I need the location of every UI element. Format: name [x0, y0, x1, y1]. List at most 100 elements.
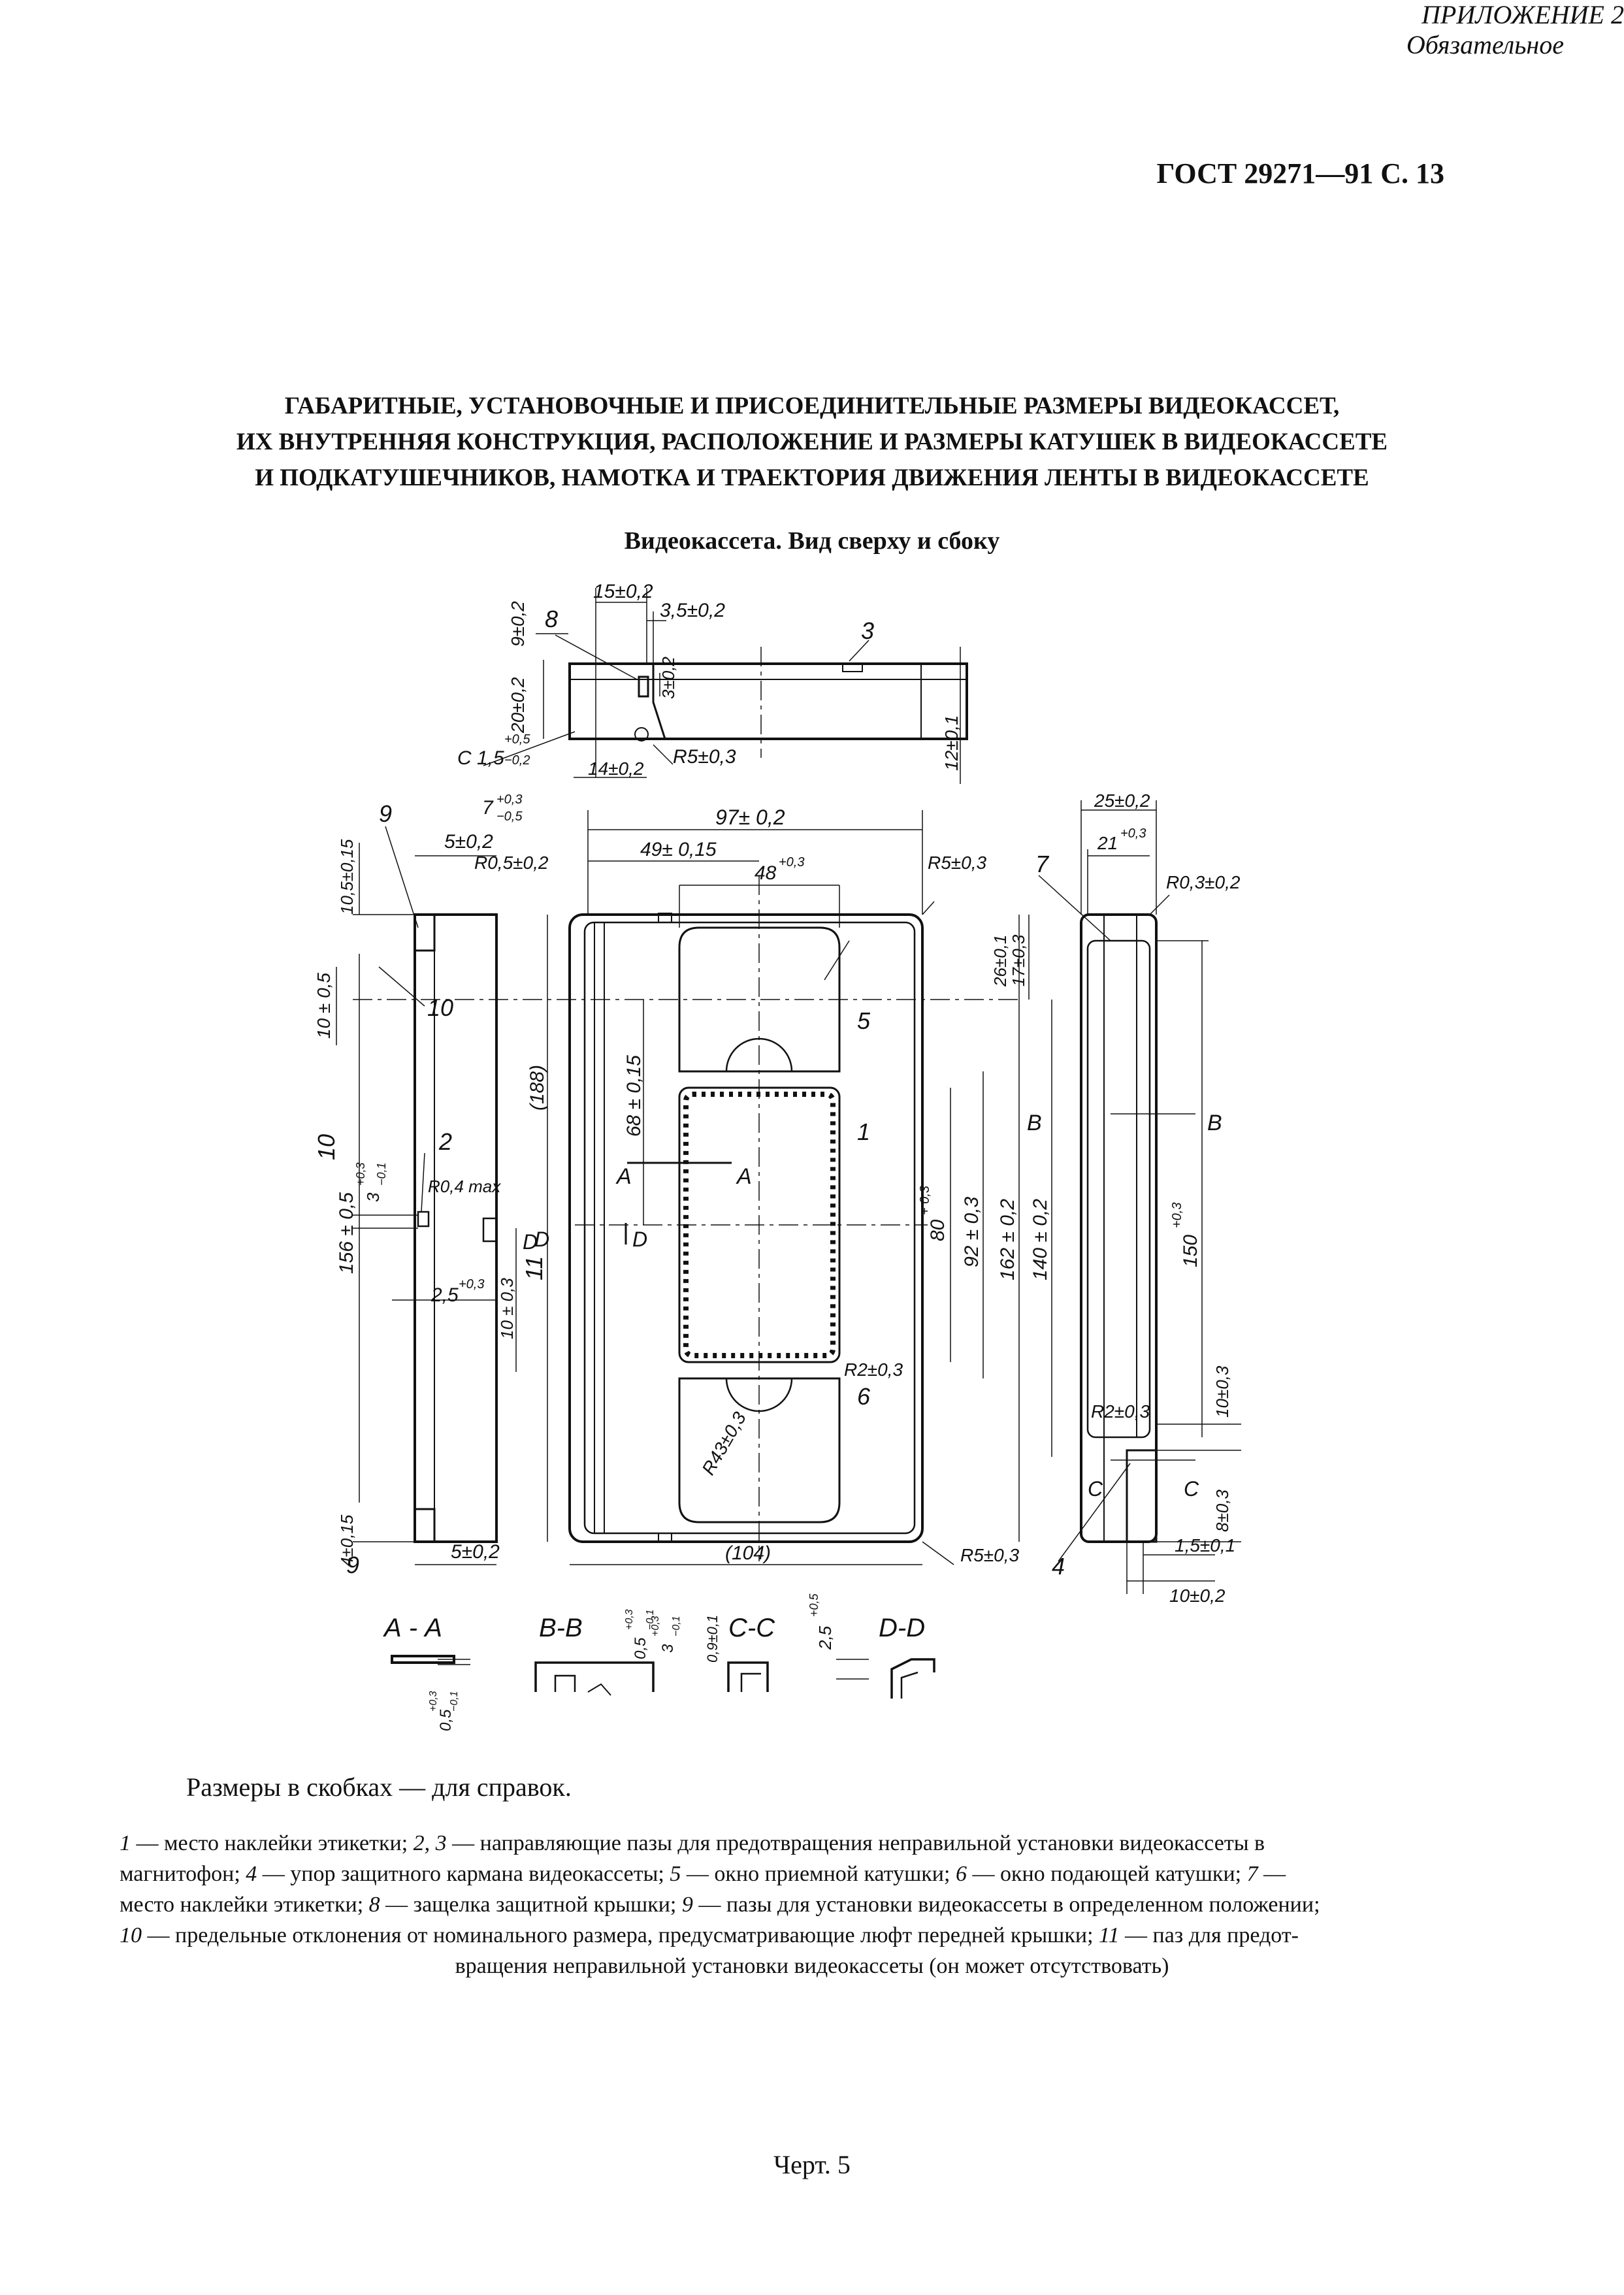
legend: 1 — место наклейки этикетки; 2, 3 — напр…: [120, 1828, 1504, 1981]
legend-text: — упор защитного кармана видеокассеты;: [257, 1862, 670, 1886]
callout-number: 9: [346, 1552, 359, 1578]
leader-line: [1149, 894, 1170, 915]
legend-text: — пазы для установки видеокассеты в опре…: [692, 1893, 1320, 1917]
top-view-latch-profile: [652, 664, 666, 740]
legend-number: 4: [246, 1862, 257, 1886]
leader-line: [483, 731, 576, 766]
section-bb-break: [587, 1683, 611, 1696]
leader-line: [385, 826, 419, 928]
left-side-view: 9 9 10 10 2 11 D 10,5±0,15 5±0,2 10 ± 0,…: [313, 800, 547, 1578]
figure-caption: Черт. 5: [773, 2150, 851, 2179]
dimension-label: 9±0,2: [508, 601, 528, 647]
leader-line: [1038, 875, 1111, 941]
section-bb-profile: [534, 1661, 655, 1692]
dimension-label: R43±0,3: [698, 1408, 750, 1478]
dimension-label: 0,9±0,1: [704, 1615, 721, 1663]
dimension-label: 3: [363, 1192, 383, 1202]
dimension-tolerance: +0,5: [504, 732, 530, 747]
dimension-tolerance: +0,3: [428, 1691, 439, 1712]
legend-line: 1 — место наклейки этикетки; 2, 3 — напр…: [120, 1828, 1504, 1859]
leader-line: [922, 901, 935, 915]
dimension-tolerance: +0,3: [650, 1616, 661, 1636]
dimension-label: 17±0,3: [1009, 934, 1028, 986]
dimension-label: R0,3±0,2: [1166, 872, 1241, 892]
legend-line: место наклейки этикетки; 8 — защелка защ…: [120, 1889, 1504, 1920]
dimension-label: 150: [1180, 1235, 1201, 1267]
callout-number: 6: [857, 1383, 871, 1410]
reference-note: Размеры в скобках — для справок.: [186, 1772, 572, 1802]
legend-number: 5: [670, 1862, 681, 1886]
callout-number: 10: [313, 1134, 340, 1160]
section-view-title: А - А: [383, 1614, 442, 1642]
left-side-slot: [414, 1508, 436, 1543]
main-title-line: ГАБАРИТНЫЕ, УСТАНОВОЧНЫЕ И ПРИСОЕДИНИТЕЛ…: [284, 393, 1340, 419]
leader-line: [849, 640, 869, 662]
left-side-notch: [482, 1217, 496, 1243]
dimension-label: 68 ± 0,15: [623, 1055, 645, 1137]
section-mark: В: [1027, 1111, 1042, 1135]
dimension-label: 10±0,2: [1169, 1586, 1226, 1606]
section-mark: D: [523, 1230, 538, 1254]
dimension-label: 4±0,15: [337, 1514, 357, 1567]
dimension-label: 12±0,1: [941, 715, 962, 771]
dimension-label: 0,5: [437, 1709, 455, 1731]
dimension-tolerance: + 0,3: [918, 1186, 932, 1215]
dimension-tolerance: +0,3: [624, 1609, 635, 1630]
legend-line: магнитофон; 4 — упор защитного кармана в…: [120, 1859, 1504, 1889]
dimension-tolerance: −0,1: [645, 1609, 656, 1630]
dimension-label: 2,5: [430, 1284, 459, 1306]
legend-text: магнитофон;: [120, 1862, 246, 1886]
dimension-label: (188): [527, 1065, 548, 1111]
leader-line: [653, 744, 674, 765]
dimension-label: 140 ± 0,2: [1030, 1199, 1051, 1280]
callout-number: 8: [545, 606, 558, 632]
dimension-tolerance: +0,3: [354, 1162, 367, 1186]
dimension-tolerance: +0,3: [459, 1277, 484, 1292]
dimension-tolerance: −0,2: [504, 753, 530, 768]
dimension-label: 1,5±0,1: [1175, 1535, 1235, 1555]
dimension-label: 2,5: [815, 1625, 835, 1650]
section-mark: А: [615, 1164, 632, 1189]
legend-text: вращения неправильной установки видеокас…: [455, 1954, 1169, 1978]
dimension-label: 97± 0,2: [715, 806, 785, 829]
callout-number: 5: [857, 1007, 871, 1034]
dimension-label: 21: [1097, 833, 1118, 853]
right-side-pocket: [1126, 1449, 1158, 1543]
dimension-tolerance: +0,3: [496, 792, 522, 807]
appendix-block: ПРИЛОЖЕНИЕ 2 Обязательное: [0, 0, 1624, 60]
main-title: ГАБАРИТНЫЕ, УСТАНОВОЧНЫЕ И ПРИСОЕДИНИТЕЛ…: [131, 388, 1493, 496]
top-view: 15±0,2 3,5±0,2 9±0,2 20±0,2 3±0,2 12±0,1…: [457, 581, 968, 784]
legend-number: 9: [681, 1893, 693, 1917]
callout-number: 4: [1052, 1553, 1065, 1580]
section-cc-profile: [727, 1661, 769, 1692]
callout-number: 10: [427, 994, 453, 1021]
dimension-label: 14±0,2: [588, 758, 644, 779]
dimension-label: 10 ± 0,5: [314, 973, 334, 1039]
dimension-label: (104): [725, 1542, 771, 1564]
top-view-hole: [634, 727, 649, 741]
dimension-label: 3,5±0,2: [660, 600, 725, 621]
dimension-label: R2±0,3: [1091, 1401, 1150, 1422]
main-title-line: И ПОДКАТУШЕЧНИКОВ, НАМОТКА И ТРАЕКТОРИЯ …: [255, 464, 1369, 491]
dimension-label: 15±0,2: [593, 581, 653, 602]
legend-text: — место наклейки этикетки;: [131, 1831, 414, 1855]
callout-number: 9: [379, 800, 392, 827]
dimension-label: 3±0,2: [658, 657, 678, 699]
section-cc-detail: [740, 1672, 761, 1692]
legend-text: — защелка защитной крышки;: [380, 1893, 682, 1917]
section-view-title: D-D: [879, 1614, 925, 1642]
appendix-label: ПРИЛОЖЕНИЕ 2: [1421, 0, 1624, 29]
top-view-guide-slot: [842, 664, 863, 672]
dimension-label: 49± 0,15: [640, 839, 717, 860]
dimension-label: 48: [755, 862, 777, 884]
dimension-label: 10 ± 0,3: [497, 1278, 517, 1339]
main-title-line: ИХ ВНУТРЕННЯЯ КОНСТРУКЦИЯ, РАСПОЛОЖЕНИЕ …: [236, 429, 1388, 455]
dimension-label: 3: [659, 1644, 677, 1653]
cassette-inner-outline: [583, 921, 916, 1535]
leader-line: [824, 940, 850, 981]
legend-line: 10 — предельные отклонения от номинально…: [120, 1920, 1504, 1951]
supply-reel-window: [678, 1377, 841, 1523]
legend-text: — паз для предот-: [1119, 1923, 1299, 1947]
